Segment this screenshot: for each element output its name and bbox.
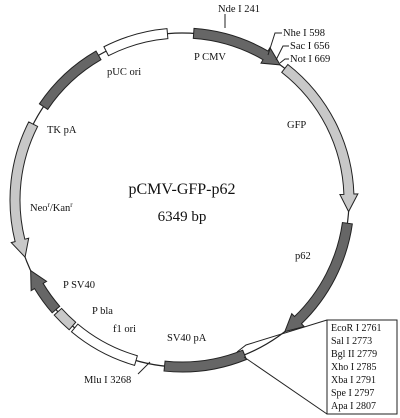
- feature-neo: [9, 121, 39, 259]
- label-sv40pa: SV40 pA: [167, 333, 207, 344]
- feature-sv40pa: [163, 349, 248, 373]
- mcs-site: Apa I 2807: [331, 401, 376, 412]
- plasmid-size: 6349 bp: [158, 209, 207, 225]
- feature-segments: [9, 27, 359, 373]
- label-p62: p62: [295, 251, 311, 262]
- site-mlu-line: [137, 361, 151, 375]
- label-neo: Neor/Kanr: [30, 201, 73, 214]
- mcs-site-list: EcoR I 2761 Sal I 2773 Bgl II 2779 Xho I…: [331, 323, 382, 412]
- site-sac: Sac I 656: [290, 41, 330, 52]
- site-nde: Nde I 241: [218, 4, 260, 15]
- label-f1ori: f1 ori: [113, 324, 136, 335]
- site-not: Not I 669: [290, 54, 330, 65]
- site-not-line: [279, 58, 289, 64]
- site-nhe-line: [267, 32, 282, 56]
- feature-pcmv: [192, 27, 282, 66]
- site-nhe: Nhe I 598: [283, 28, 325, 39]
- label-neo-slash: /Kan: [50, 203, 71, 214]
- label-neo-main: Neo: [30, 203, 48, 214]
- mcs-box: [326, 319, 398, 415]
- plasmid-name: pCMV-GFP-p62: [129, 181, 236, 198]
- feature-tkpa: [38, 50, 102, 111]
- feature-p62: [284, 221, 353, 333]
- mcs-site: Spe I 2797: [331, 388, 374, 399]
- mcs-site: EcoR I 2761: [331, 323, 382, 334]
- label-pcmv: P CMV: [194, 52, 226, 63]
- label-tkpa: TK pA: [47, 125, 77, 136]
- mcs-leader-bottom: [243, 356, 328, 415]
- mcs-site: Bgl II 2779: [331, 349, 377, 360]
- mcs-leader-top: [236, 319, 328, 353]
- label-neo-sup2: r: [70, 201, 73, 209]
- mcs-site: Sal I 2773: [331, 336, 372, 347]
- mcs-site: Xba I 2791: [331, 375, 376, 386]
- label-gfp: GFP: [287, 120, 306, 131]
- feature-gfp: [281, 63, 359, 213]
- feature-f1ori: [70, 323, 138, 366]
- label-puc: pUC ori: [107, 67, 141, 78]
- label-psv40: P SV40: [63, 280, 95, 291]
- mcs-site: Xho I 2785: [331, 362, 377, 373]
- label-neo-sup1: r: [48, 201, 51, 209]
- feature-puc: [103, 28, 169, 57]
- feature-psv40: [30, 269, 61, 314]
- site-mlu: Mlu I 3268: [84, 375, 131, 386]
- feature-pbla: [53, 307, 77, 331]
- label-pbla: P bla: [92, 306, 113, 317]
- site-sac-line: [275, 45, 289, 61]
